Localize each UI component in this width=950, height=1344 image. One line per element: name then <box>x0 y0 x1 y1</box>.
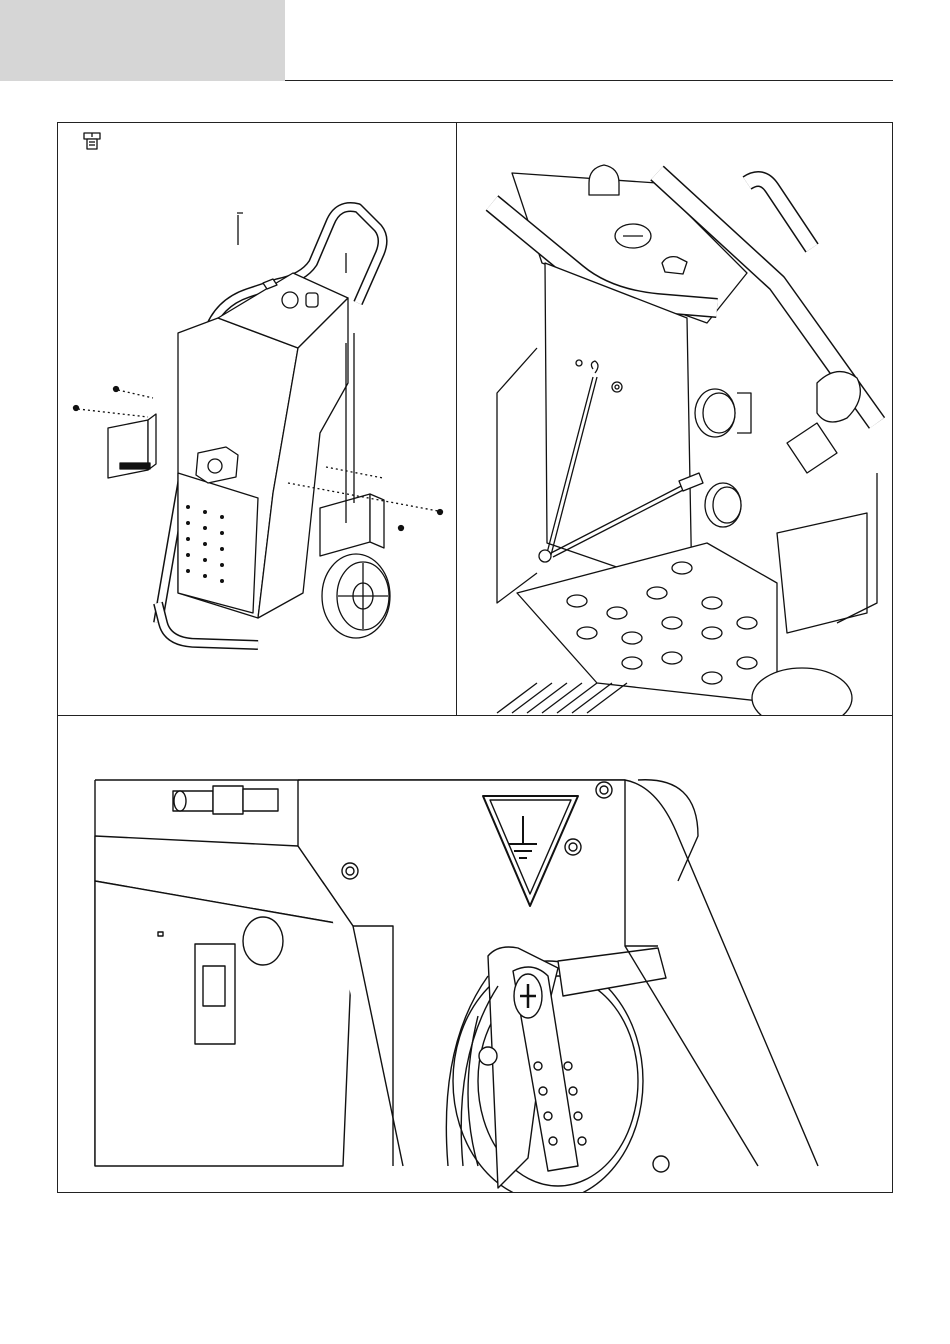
screw-icon <box>84 133 100 149</box>
side-shell <box>497 348 537 603</box>
machine-body <box>178 273 348 618</box>
front-plate-detail-figure <box>457 123 892 715</box>
trolley-assembly-figure <box>58 123 456 715</box>
header-tab <box>0 0 285 81</box>
header-rule <box>285 80 893 81</box>
rotary-knob <box>243 917 283 965</box>
right-holder <box>777 372 867 633</box>
gauge-lower <box>705 483 741 527</box>
reel-handle <box>558 948 666 996</box>
perforated-plate <box>517 543 777 703</box>
wheel <box>322 554 390 638</box>
ventilation-grille <box>497 683 627 713</box>
side-holder-left <box>108 414 156 478</box>
earth-connection-detail-figure <box>58 716 892 1192</box>
gauge-upper <box>695 389 751 437</box>
quick-connector <box>173 786 278 814</box>
socket <box>196 447 238 483</box>
side-holder-right <box>320 494 384 556</box>
